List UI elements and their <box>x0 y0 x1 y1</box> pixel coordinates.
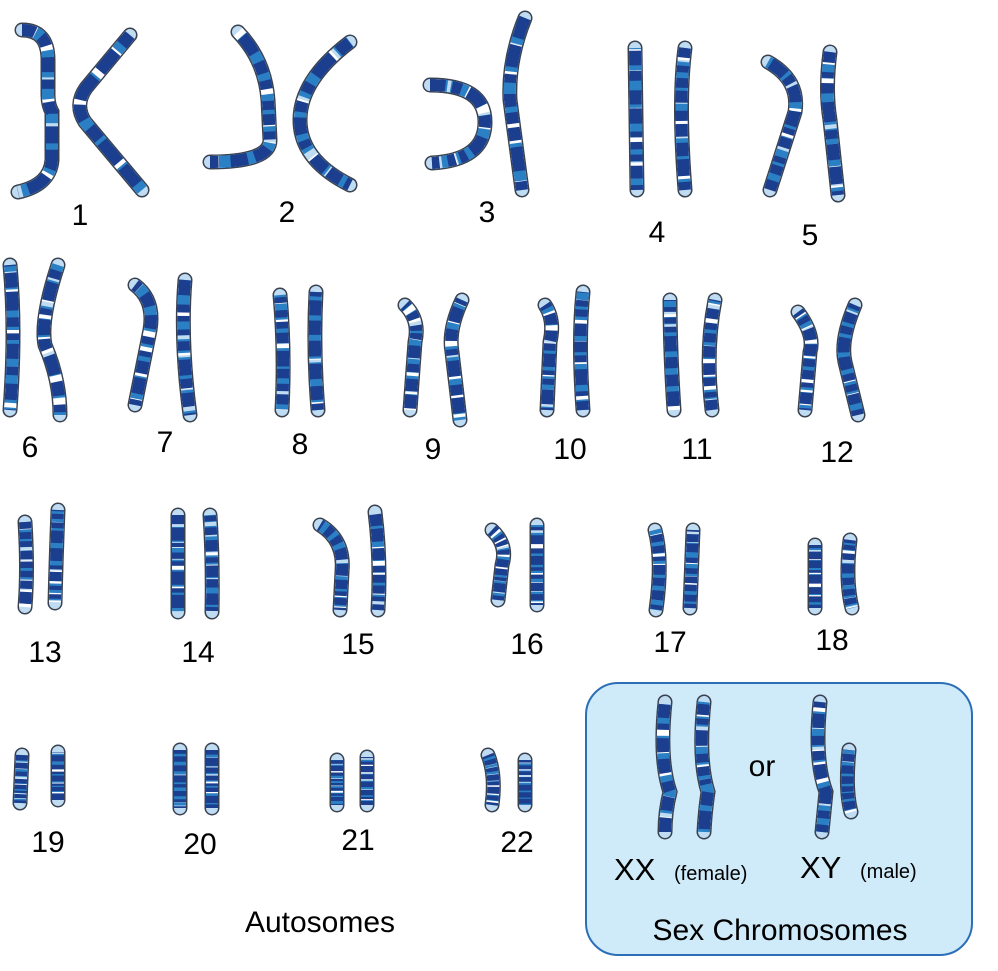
chromosome-18 <box>840 532 860 616</box>
male-label: (male) <box>860 861 917 883</box>
chromosome-15 <box>312 517 350 618</box>
chromosome-label: 11 <box>681 433 712 466</box>
chromosome-label: 2 <box>279 196 296 229</box>
chromosome-label: 4 <box>649 216 666 249</box>
chromosome-label: 6 <box>22 431 39 464</box>
x-chromosome <box>810 694 834 840</box>
chromosome-label: 15 <box>341 628 374 661</box>
chromosome-label: 12 <box>820 436 853 469</box>
chromosome-17 <box>647 522 667 618</box>
chromosome-3 <box>502 10 533 198</box>
sex-chromosomes-box <box>585 682 973 956</box>
chromosome-label: 22 <box>500 826 533 859</box>
chromosome-label: 16 <box>510 628 543 661</box>
chromosome-10 <box>537 297 560 418</box>
chromosome-label: 21 <box>341 824 374 857</box>
chromosome-2 <box>202 24 278 170</box>
chromosome-10 <box>573 284 591 418</box>
x-chromosome <box>655 694 678 840</box>
xx-code: XX <box>614 852 656 887</box>
chromosome-label: 14 <box>181 636 214 669</box>
y-chromosome <box>839 742 859 820</box>
chromosome-label: 7 <box>157 426 174 459</box>
chromosome-11 <box>662 292 682 418</box>
xx-label: XX <box>614 852 656 887</box>
chromosome-6 <box>2 257 21 418</box>
chromosome-5 <box>760 54 804 198</box>
chromosome-7 <box>127 277 159 413</box>
chromosome-1 <box>72 27 150 198</box>
chromosome-9 <box>443 292 470 428</box>
chromosome-1 <box>10 22 60 200</box>
or-label: or <box>749 750 776 783</box>
chromosome-12 <box>790 304 819 418</box>
autosomes-title: Autosomes <box>245 906 395 939</box>
chromosome-label: 3 <box>479 196 496 229</box>
chromosome-label: 19 <box>31 826 64 859</box>
chromosome-7 <box>175 272 198 423</box>
chromosome-17 <box>682 522 701 616</box>
chromosome-15 <box>367 504 387 618</box>
chromosome-14 <box>202 507 220 620</box>
chromosome-9 <box>397 297 424 418</box>
chromosome-2 <box>292 34 358 193</box>
chromosome-label: 13 <box>28 636 61 669</box>
chromosome-label: 1 <box>72 199 89 232</box>
chromosome-16 <box>484 522 512 608</box>
chromosome-13 <box>17 514 34 615</box>
xy-label: XY <box>800 850 841 885</box>
sex-chromosomes-title: Sex Chromosomes <box>652 914 907 947</box>
chromosome-8 <box>307 284 326 418</box>
chromosome-6 <box>36 257 68 423</box>
chromosome-5 <box>820 44 846 203</box>
chromosome-13 <box>47 502 66 611</box>
chromosome-label: 17 <box>653 626 686 659</box>
chromosome-11 <box>701 292 723 418</box>
chromosome-4 <box>674 40 693 198</box>
chromosome-4 <box>627 40 645 198</box>
chromosome-22 <box>480 747 501 813</box>
chromosome-label: 9 <box>425 433 442 466</box>
chromosome-8 <box>272 287 291 418</box>
chromosome-3 <box>422 77 493 171</box>
chromosomes <box>2 10 866 840</box>
chromosome-label: 8 <box>292 428 309 461</box>
chromosome-12 <box>836 297 866 423</box>
x-chromosome <box>694 694 716 840</box>
chromosome-19 <box>12 747 30 811</box>
chromosome-label: 10 <box>553 433 586 466</box>
female-label: (female) <box>674 863 747 885</box>
chromosome-label: 5 <box>802 219 819 252</box>
chromosome-label: 20 <box>183 828 216 861</box>
chromosome-label: 18 <box>815 624 848 657</box>
